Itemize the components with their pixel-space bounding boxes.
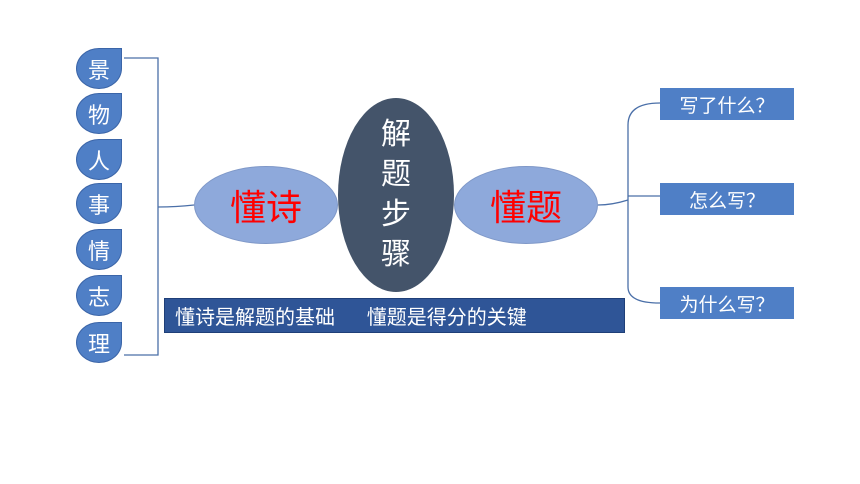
left-item-7: 理: [76, 322, 122, 363]
left-item-3: 人: [76, 139, 122, 180]
center-char-2: 题: [381, 157, 411, 192]
oval-understand-question: 懂题: [454, 166, 598, 244]
center-char-4: 骤: [381, 237, 411, 272]
center-char-1: 解: [381, 117, 411, 152]
right-brace: [627, 102, 661, 304]
right-brace-connector: [597, 199, 629, 206]
oval-understand-poem: 懂诗: [194, 166, 338, 244]
question-box-why: 为什么写？: [660, 287, 794, 319]
center-char-3: 步: [381, 197, 411, 232]
left-item-6: 志: [76, 275, 122, 316]
left-item-5: 情: [76, 229, 122, 270]
left-brace: [124, 57, 159, 356]
summary-banner: 懂诗是解题的基础 懂题是得分的关键: [164, 298, 625, 333]
left-brace-connector: [157, 204, 195, 208]
left-item-2: 物: [76, 93, 122, 134]
question-box-how: 怎么写？: [660, 183, 794, 215]
left-item-4: 事: [76, 183, 122, 224]
center-oval-solving-steps: 解 题 步 骤: [338, 98, 454, 292]
question-box-what: 写了什么？: [660, 88, 794, 120]
left-item-1: 景: [76, 48, 122, 89]
